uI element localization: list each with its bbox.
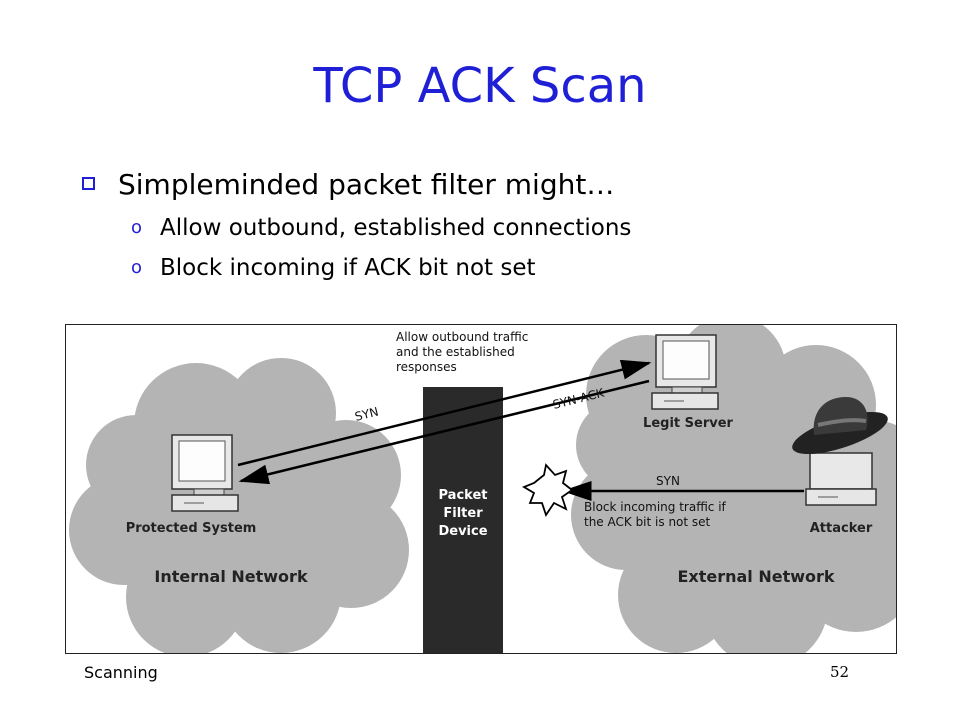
external-network-label: External Network: [677, 567, 834, 586]
filter-label-line: Packet: [439, 488, 488, 503]
syn-label: SYN: [353, 405, 380, 424]
circle-bullet-icon: o: [131, 217, 143, 238]
attacker-syn-label: SYN: [656, 474, 680, 488]
syn-ack-arrow: [238, 379, 650, 485]
syn-arrow: [237, 359, 652, 467]
attacker-computer-icon: [805, 452, 877, 506]
black-hat-icon: [792, 397, 888, 455]
protected-system-computer-icon: [171, 434, 239, 512]
sub-bullet-item: o Allow outbound, established connection…: [82, 208, 631, 248]
packet-filter-device: [423, 387, 503, 653]
circle-bullet-icon: o: [131, 257, 143, 278]
filter-label-line: Device: [438, 524, 487, 539]
attacker-label: Attacker: [810, 521, 873, 536]
sub-bullet-text: Block incoming if ACK bit not set: [160, 255, 536, 281]
slide-title: TCP ACK Scan: [313, 58, 647, 114]
sub-bullet-item: o Block incoming if ACK bit not set: [82, 248, 631, 288]
allow-note-line: responses: [396, 360, 457, 374]
square-bullet-icon: [82, 177, 95, 190]
internal-network-cloud: [69, 358, 409, 653]
bullet-list: Simpleminded packet filter might… o Allo…: [82, 162, 631, 288]
block-burst-icon: [521, 463, 574, 518]
external-network-cloud: [571, 325, 896, 653]
page-number: 52: [830, 663, 850, 681]
sub-bullet-text: Allow outbound, established connections: [160, 215, 632, 241]
block-note-line: the ACK bit is not set: [584, 515, 711, 529]
diagram-svg: Packet Filter Device Protected System Le…: [69, 325, 896, 653]
protected-system-label: Protected System: [126, 521, 257, 536]
legit-server-label: Legit Server: [643, 416, 733, 431]
footer-section-label: Scanning: [84, 663, 158, 682]
bullet-item: Simpleminded packet filter might…: [82, 162, 631, 208]
filter-label-line: Filter: [443, 506, 483, 521]
network-diagram: Packet Filter Device Protected System Le…: [65, 324, 897, 654]
allow-note-line: Allow outbound traffic: [396, 330, 528, 344]
bullet-text: Simpleminded packet filter might…: [118, 168, 615, 201]
internal-network-label: Internal Network: [154, 567, 308, 586]
legit-server-computer-icon: [651, 334, 719, 410]
allow-note-line: and the established: [396, 345, 515, 359]
block-note-line: Block incoming traffic if: [584, 500, 727, 514]
